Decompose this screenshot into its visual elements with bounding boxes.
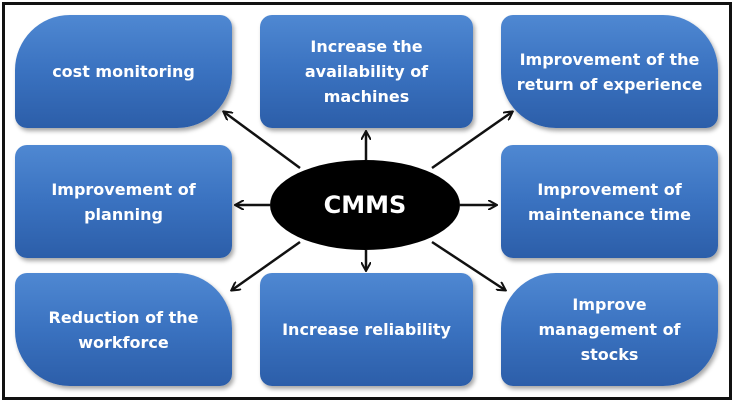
arrow-bottom-right <box>431 240 505 290</box>
arrow-top-right <box>431 112 512 170</box>
box-planning: Improvement of planning <box>15 145 232 258</box>
box-workforce: Reduction of the workforce <box>15 273 232 386</box>
box-maintenance-time: Improvement of maintenance time <box>501 145 718 258</box>
arrow-top-left <box>224 112 301 170</box>
box-reliability: Increase reliability <box>260 273 473 386</box>
box-return-of-experience: Improvement of the return of experience <box>501 15 718 128</box>
box-cost-monitoring: cost monitoring <box>15 15 232 128</box>
cmms-ellipse: CMMS <box>270 160 460 250</box>
box-availability: Increase the availability of machines <box>260 15 473 128</box>
arrow-bottom-left <box>232 240 301 290</box>
box-stocks: Improve management of stocks <box>501 273 718 386</box>
